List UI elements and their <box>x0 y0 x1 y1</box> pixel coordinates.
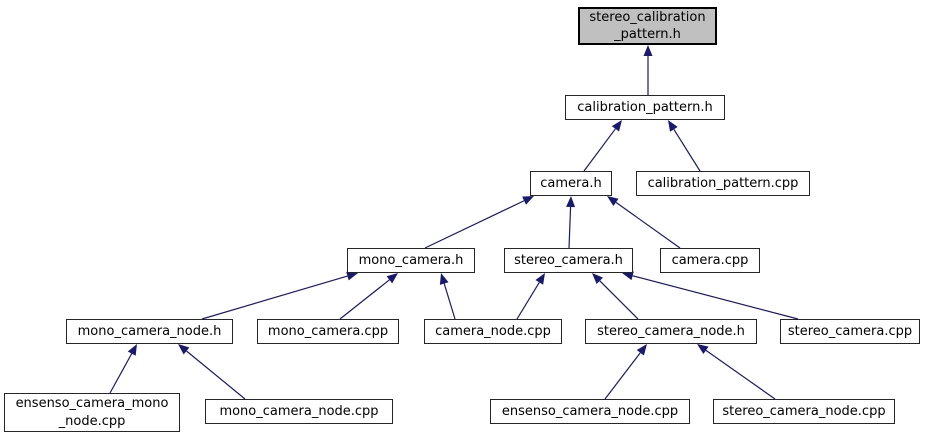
node-mono_camera_h[interactable]: mono_camera.h <box>347 248 475 273</box>
arrowhead-icon <box>611 120 622 132</box>
arrowhead-icon <box>566 196 576 208</box>
edge-ensenso_camera_mono_node_cpp-to-mono_camera_node_h <box>109 353 133 394</box>
node-stereo_camera_cpp[interactable]: stereo_camera.cpp <box>780 319 920 344</box>
edge-stereo_camera_h-to-camera_h <box>568 206 572 249</box>
node-stereo_camera_h[interactable]: stereo_camera.h <box>504 248 633 273</box>
node-mono_camera_cpp[interactable]: mono_camera.cpp <box>257 319 399 344</box>
edge-camera_h-to-calibration_pattern_h <box>583 128 616 172</box>
edge-mono_camera_cpp-to-mono_camera_h <box>339 279 390 320</box>
arrowhead-icon <box>668 120 678 132</box>
arrowhead-icon <box>622 271 634 281</box>
edge-camera_node_cpp-to-mono_camera_h <box>443 283 456 320</box>
arrowhead-icon <box>439 273 449 285</box>
arrowhead-icon <box>522 196 534 205</box>
edge-camera_cpp-to-camera_h <box>615 201 681 249</box>
arrowhead-icon <box>178 344 190 355</box>
arrowhead-icon <box>346 271 358 281</box>
edge-camera_node_cpp-to-stereo_camera_h <box>516 282 540 320</box>
arrowhead-icon <box>127 344 137 356</box>
arrowhead-icon <box>697 344 709 355</box>
node-stereo_camera_node_h[interactable]: stereo_camera_node.h <box>585 319 757 344</box>
node-camera_node_cpp[interactable]: camera_node.cpp <box>424 319 562 344</box>
edge-mono_camera_node_h-to-mono_camera_h <box>201 275 348 320</box>
node-stereo_camera_node_cpp[interactable]: stereo_camera_node.cpp <box>713 399 895 424</box>
node-mono_camera_node_h[interactable]: mono_camera_node.h <box>66 319 233 344</box>
node-camera_cpp[interactable]: camera.cpp <box>660 248 760 273</box>
node-camera_h[interactable]: camera.h <box>530 171 612 196</box>
edge-mono_camera_node_cpp-to-mono_camera_node_h <box>186 350 246 400</box>
arrowhead-icon <box>636 344 647 356</box>
edge-calibration_pattern_cpp-to-calibration_pattern_h <box>673 128 701 172</box>
node-ensenso_camera_mono_node_cpp[interactable]: ensenso_camera_mono _node.cpp <box>4 393 180 432</box>
edge-stereo_camera_node_h-to-stereo_camera_h <box>599 280 639 320</box>
arrowhead-icon <box>643 45 653 56</box>
edge-stereo_camera_cpp-to-stereo_camera_h <box>632 275 799 320</box>
arrowhead-icon <box>607 196 619 207</box>
edge-mono_camera_h-to-camera_h <box>424 200 525 249</box>
node-ensenso_camera_node_cpp[interactable]: ensenso_camera_node.cpp <box>490 399 690 424</box>
arrowhead-icon <box>592 273 603 284</box>
edge-ensenso_camera_node_cpp-to-stereo_camera_node_h <box>604 352 641 400</box>
arrowhead-icon <box>386 273 398 284</box>
node-calibration_pattern_cpp[interactable]: calibration_pattern.cpp <box>636 171 810 196</box>
node-calibration_pattern_h[interactable]: calibration_pattern.h <box>565 95 725 120</box>
edge-stereo_camera_node_cpp-to-stereo_camera_node_h <box>705 349 776 400</box>
node-stereo_calibration_pattern_h: stereo_calibration _pattern.h <box>578 7 717 45</box>
node-mono_camera_node_cpp[interactable]: mono_camera_node.cpp <box>205 399 393 424</box>
arrowhead-icon <box>535 273 545 285</box>
